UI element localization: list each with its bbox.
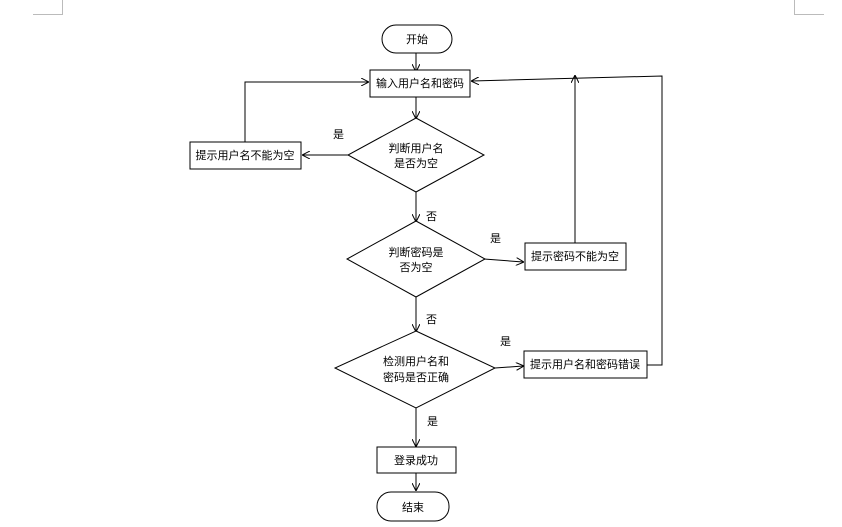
input-process [369, 69, 471, 98]
check-username-label-line1: 判断用户名 [389, 141, 444, 155]
password-empty-process [524, 242, 627, 271]
end-terminal [376, 491, 450, 522]
username-yes-label: 是 [333, 128, 344, 141]
end-label: 结束 [402, 501, 424, 514]
edge-verify-wrong [494, 366, 523, 368]
username-empty-process [189, 141, 302, 170]
password-yes-label: 是 [490, 232, 501, 245]
start-terminal [381, 24, 453, 54]
verify-right-label: 是 [427, 415, 438, 428]
edge-verify-msg-loop [472, 75, 663, 366]
edge-username-msg-loop [244, 82, 368, 142]
check-password-decision [345, 220, 487, 298]
verify-error-label: 提示用户名和密码错误 [530, 357, 640, 371]
password-empty-label: 提示密码不能为空 [531, 249, 619, 263]
success-label: 登录成功 [394, 453, 438, 467]
crop-mark-top-right [794, 0, 795, 14]
username-no-label: 否 [426, 210, 437, 223]
check-username-decision [346, 117, 486, 193]
start-label: 开始 [406, 32, 428, 46]
username-empty-label: 提示用户名不能为空 [196, 148, 295, 162]
verify-label-line1: 检测用户名和 [383, 354, 449, 368]
crop-mark-top-left [33, 14, 63, 15]
verify-wrong-label: 是 [500, 335, 511, 348]
check-password-label-line1: 判断密码是 [389, 245, 444, 259]
input-label: 输入用户名和密码 [376, 76, 464, 90]
check-password-label-line2: 否为空 [400, 260, 433, 274]
crop-mark-top-left [62, 0, 63, 14]
crop-mark-top-right [794, 14, 824, 15]
edge-password-yes [483, 259, 523, 262]
verify-decision [333, 330, 497, 409]
check-username-label-line2: 是否为空 [394, 156, 438, 170]
verify-label-line2: 密码是否正确 [383, 370, 449, 384]
password-no-label: 否 [426, 313, 437, 326]
verify-error-process [523, 350, 648, 379]
success-process [376, 446, 457, 474]
